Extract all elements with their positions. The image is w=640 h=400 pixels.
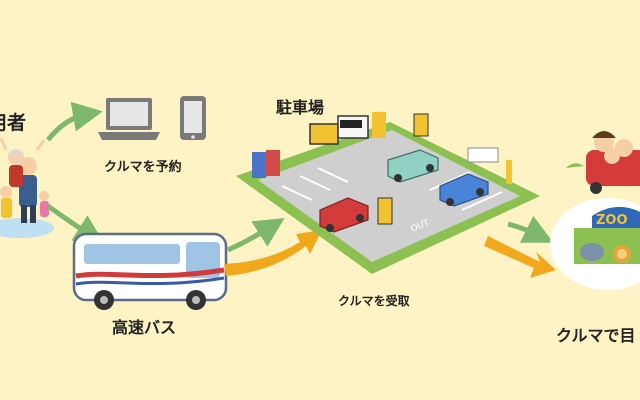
arrow-bus-to-pickup: [224, 230, 322, 276]
reserve-car-label: クルマを予約: [104, 160, 182, 175]
blue-car-icon: [439, 173, 489, 207]
arrow-pickup-to-destination: [484, 236, 556, 278]
arrow-users-to-bus: [46, 203, 105, 245]
zoo-sign-text: ZOO: [596, 213, 628, 228]
users-label: 用者: [0, 112, 27, 134]
highway-bus-label: 高速バス: [112, 318, 177, 337]
zoo-illustration: ZOO: [550, 198, 640, 290]
arrow-bus-to-parking: [226, 217, 285, 253]
laptop-icon: [98, 98, 160, 140]
destination-label: クルマで目: [556, 326, 636, 345]
green-car-icon: [387, 149, 439, 183]
parking-label: 駐車場: [276, 98, 325, 117]
tablet-icon: [180, 96, 206, 140]
arrow-parking-to-destination: [507, 215, 554, 243]
bus-illustration: [72, 232, 228, 310]
users-illustration: [0, 137, 54, 238]
family-car-illustration: [566, 131, 640, 194]
arrow-users-to-reserve: [46, 101, 103, 142]
parking-lot-illustration: OUT: [236, 112, 540, 274]
red-car-icon: [319, 197, 369, 233]
pickup-car-label: クルマを受取: [338, 294, 410, 308]
